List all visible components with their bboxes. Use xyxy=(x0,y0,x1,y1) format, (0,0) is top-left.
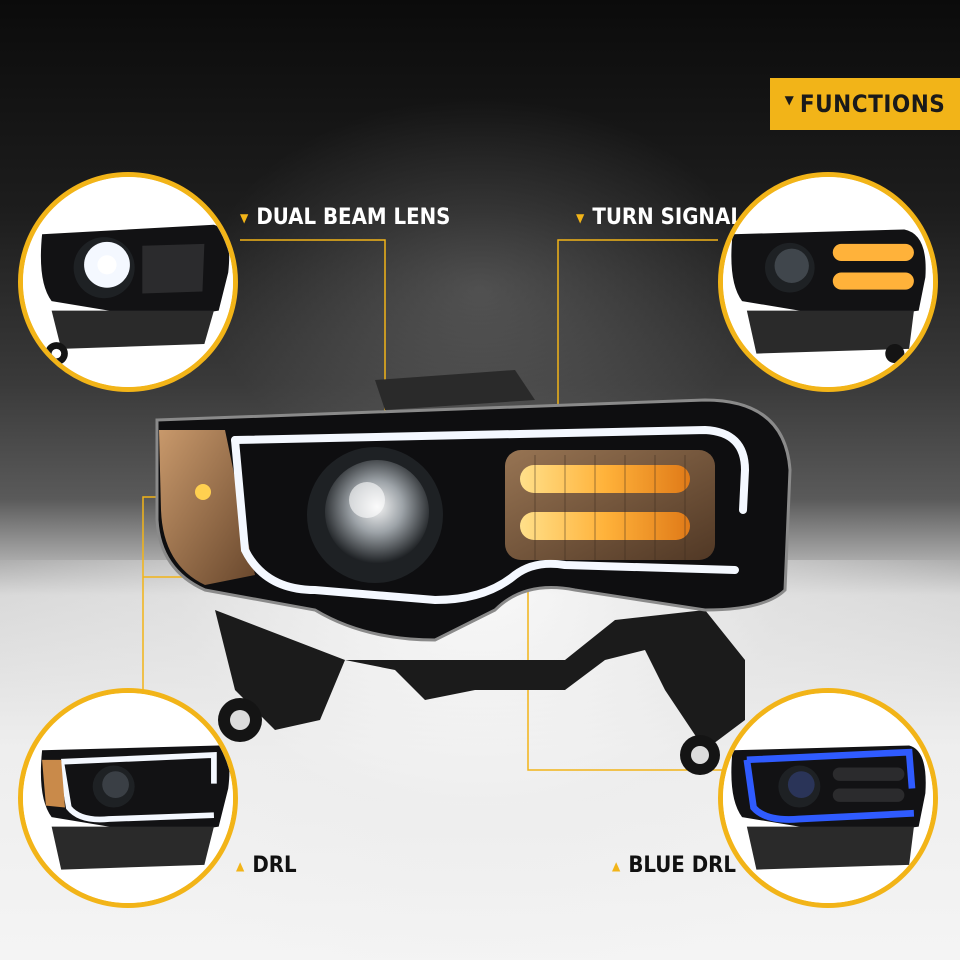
headlight-main-image xyxy=(145,360,800,780)
triangle-down-icon: ▼ xyxy=(784,93,794,107)
functions-badge-label: FUNCTIONS xyxy=(799,90,946,118)
triangle-down-icon: ▼ xyxy=(240,210,249,225)
turn-signal-label: ▼ TURN SIGNAL xyxy=(576,205,743,230)
blue-drl-label-text: BLUE DRL xyxy=(628,853,736,878)
drl-detail-image xyxy=(18,688,238,908)
triangle-down-icon: ▼ xyxy=(576,210,585,225)
turn-signal-label-text: TURN SIGNAL xyxy=(592,205,743,230)
dual-beam-detail-image xyxy=(18,172,238,392)
functions-badge: ▼ FUNCTIONS xyxy=(770,78,960,130)
drl-label: ▲ DRL xyxy=(236,853,297,878)
turn-signal-detail-image xyxy=(718,172,938,392)
blue-drl-detail-image xyxy=(718,688,938,908)
dual-beam-label: ▼ DUAL BEAM LENS xyxy=(240,205,450,230)
blue-drl-label: ▲ BLUE DRL xyxy=(612,853,736,878)
triangle-up-icon: ▲ xyxy=(236,858,245,873)
dual-beam-label-text: DUAL BEAM LENS xyxy=(256,205,451,230)
drl-label-text: DRL xyxy=(252,853,297,878)
triangle-up-icon: ▲ xyxy=(612,858,621,873)
